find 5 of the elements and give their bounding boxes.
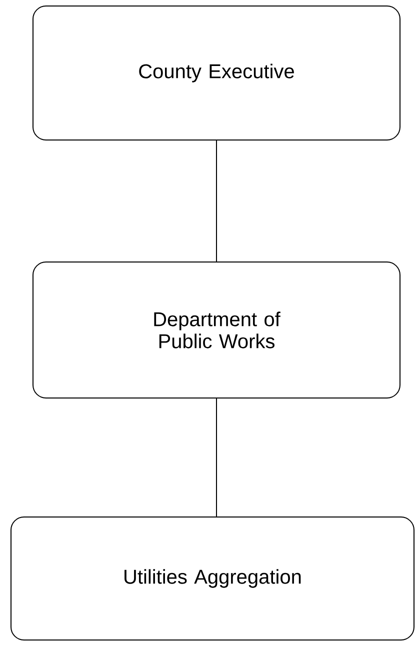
org-box: County Executive [32, 6, 400, 140]
connector-line [216, 398, 217, 517]
org-box: Utilities Aggregation [10, 516, 414, 640]
connector-line [216, 140, 217, 262]
org-box: Department of Public Works [32, 262, 400, 398]
